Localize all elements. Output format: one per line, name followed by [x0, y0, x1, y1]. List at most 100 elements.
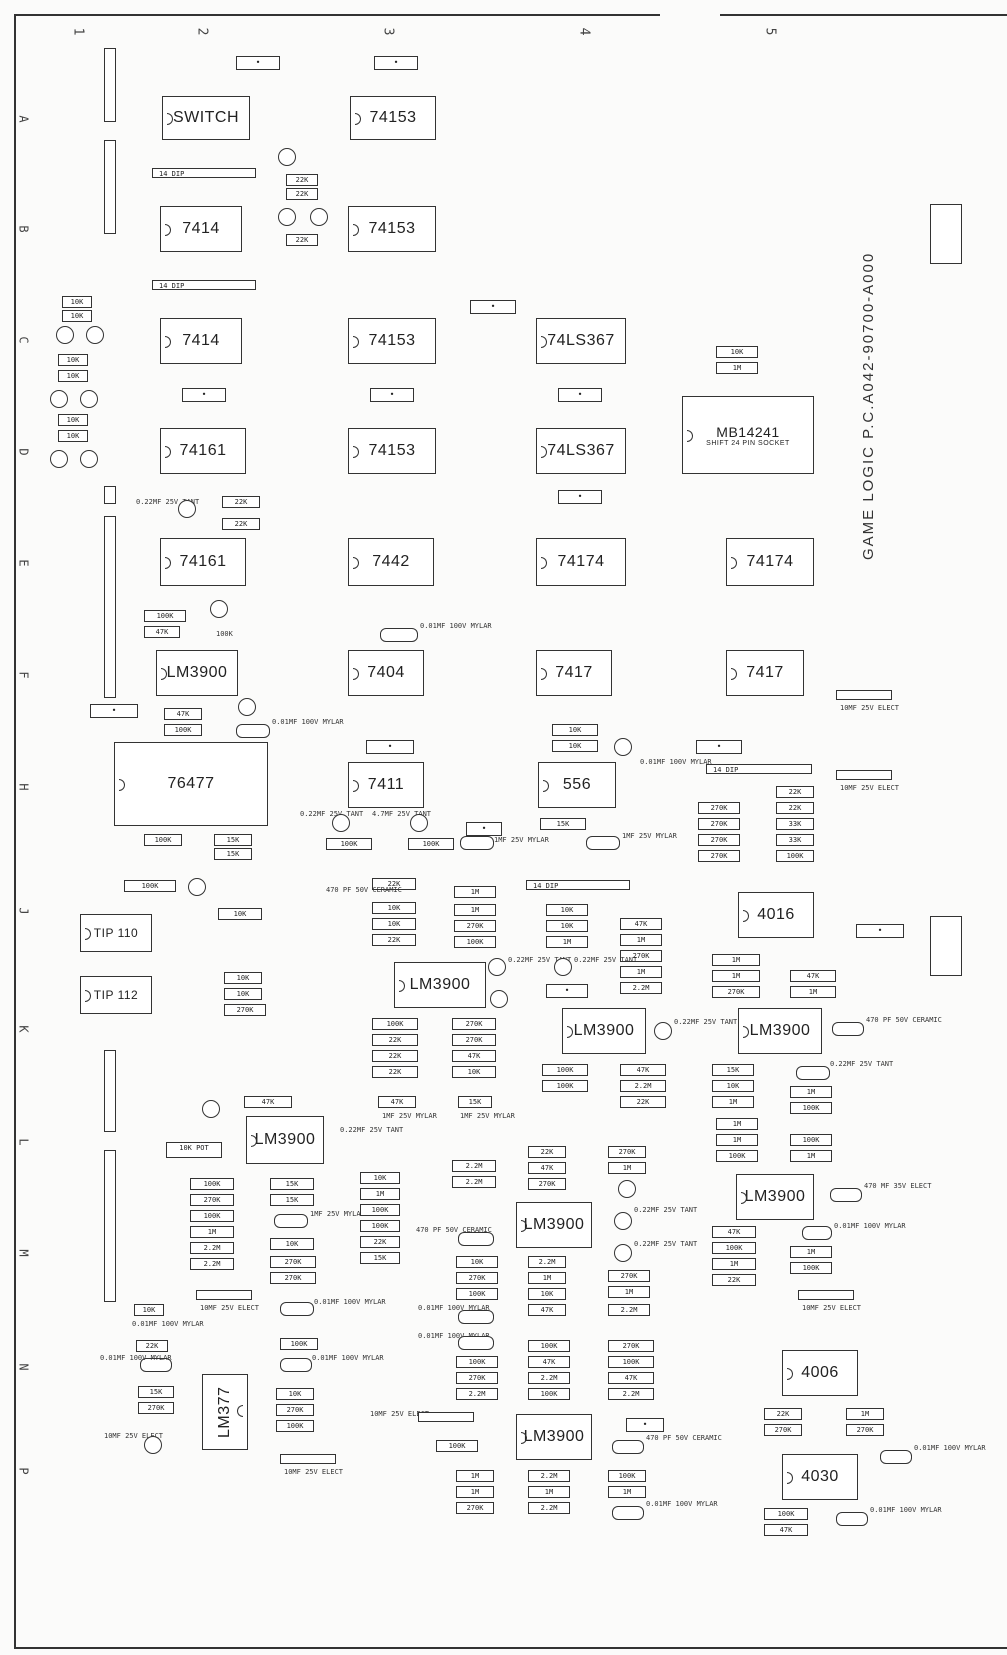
ic-d2: 74161	[160, 428, 246, 474]
res-m4b: 1M	[528, 1272, 566, 1284]
cap-p4-label: 470 PF 50V CERAMIC	[646, 1434, 722, 1442]
cap-m4b	[614, 1244, 632, 1262]
cap-m5c	[798, 1290, 854, 1300]
cap-n2b	[280, 1302, 314, 1316]
cap-p5a-label: 0.01MF 100V MYLAR	[914, 1444, 986, 1452]
cap-f5-label: 10MF 25V ELECT	[840, 704, 900, 712]
jumper-p4: •	[626, 1418, 664, 1432]
cap-p3-label: 10MF 25V ELECT	[370, 1410, 430, 1418]
res-m3d: 100K	[360, 1220, 400, 1232]
row-letter-a: A	[16, 115, 31, 123]
jumper-e4: •	[558, 490, 602, 504]
cap-p1-label: 10MF 25V ELECT	[104, 1432, 164, 1440]
row-letter-f: F	[16, 671, 31, 679]
column-number-5: 5	[762, 27, 778, 36]
cap-m2	[274, 1214, 308, 1228]
switch-block: SWITCH	[162, 96, 250, 140]
res-n1a: 10K	[134, 1304, 164, 1316]
sip-j4: 14 DIP	[526, 880, 630, 890]
res-p3a: 100K	[436, 1440, 478, 1452]
res-h5f: 22K	[776, 802, 814, 814]
res-j3h: 100K	[454, 936, 496, 948]
cap-p4	[612, 1440, 644, 1454]
res-p5f: 47K	[764, 1524, 808, 1536]
cap-p2	[280, 1454, 336, 1464]
ic-k3: LM3900	[394, 962, 486, 1008]
res-h5e: 22K	[776, 786, 814, 798]
row-letter-b: B	[16, 225, 31, 233]
sip-e1	[104, 516, 116, 698]
cap-h4-label: 0.01MF 100V MYLAR	[640, 758, 712, 766]
res-l3a: 47K	[378, 1096, 416, 1108]
ic-h3: 7411	[348, 762, 424, 808]
res-k4a: 100K	[542, 1064, 588, 1076]
cap-e2-label: 0.22MF 25V TANT	[136, 498, 200, 506]
res-l2a: 47K	[244, 1096, 292, 1108]
res-n3c: 2.2M	[456, 1388, 498, 1400]
res-b3b: 22K	[286, 188, 318, 200]
res-p3c: 1M	[456, 1486, 494, 1498]
res-k5d: 47K	[790, 970, 836, 982]
row-letter-j: J	[16, 907, 31, 915]
cap-f2	[236, 724, 270, 738]
res-d1b: 10K	[58, 430, 88, 442]
transistor-h4	[614, 738, 632, 756]
res-m3h: 270K	[456, 1272, 498, 1284]
cap-k4a	[554, 958, 572, 976]
res-j3f: 1M	[454, 904, 496, 916]
cap-n3a	[458, 1310, 494, 1324]
transistor-f2	[210, 600, 228, 618]
res-p2a: 10K	[276, 1388, 314, 1400]
res-n4f: 100K	[608, 1356, 654, 1368]
ic-l2: LM3900	[246, 1116, 324, 1164]
res-p3d: 270K	[456, 1502, 494, 1514]
cap-m5	[830, 1188, 862, 1202]
res-n4g: 47K	[608, 1372, 654, 1384]
jumper-f1: •	[90, 704, 138, 718]
sip-c2-top: 14 DIP	[152, 280, 256, 290]
cap-k5-label: 470 PF 50V CERAMIC	[866, 1016, 942, 1024]
cap-h5-label: 10MF 25V ELECT	[840, 784, 900, 792]
cap-n3-label: 0.01MF 100V MYLAR	[418, 1304, 490, 1312]
sip-a1	[104, 48, 116, 122]
transistor-d1b	[80, 390, 98, 408]
ic-b2: 7414	[160, 206, 242, 252]
ic-f2: LM3900	[156, 650, 238, 696]
cap-n2-label: 10MF 25V ELECT	[200, 1304, 260, 1312]
res-m4d: 47K	[528, 1304, 566, 1316]
res-n2a: 100K	[280, 1338, 318, 1350]
jumper-k4: •	[546, 984, 588, 998]
cap-n2c	[280, 1358, 312, 1372]
cap-k4a-label: 0.22MF 25V TANT	[574, 956, 638, 964]
cap-l2-label: 0.22MF 25V TANT	[340, 1126, 404, 1134]
res-n4a: 100K	[528, 1340, 570, 1352]
res-n4c: 2.2M	[528, 1372, 570, 1384]
res-m5b: 100K	[712, 1242, 756, 1254]
res-l4a: 22K	[528, 1146, 566, 1158]
res-h5h: 33K	[776, 834, 814, 846]
ic-d3: 74153	[348, 428, 436, 474]
res-p4a: 2.2M	[528, 1470, 570, 1482]
jumper-h3: •	[366, 740, 414, 754]
res-h5i: 100K	[776, 850, 814, 862]
cap-n1-label: 0.01MF 100V MYLAR	[132, 1320, 204, 1328]
res-b3c: 22K	[286, 234, 318, 246]
row-letter-l: L	[16, 1138, 31, 1146]
res-k5j: 100K	[790, 1102, 832, 1114]
cap-k4b-label: 0.22MF 25V TANT	[674, 1018, 738, 1026]
res-h2a: 100K	[144, 834, 182, 846]
cap-k5	[832, 1022, 864, 1036]
cap-h3c	[460, 836, 494, 850]
res-k5c: 270K	[712, 986, 760, 998]
res-h4c: 15K	[540, 818, 586, 830]
res-m2c: 100K	[190, 1210, 234, 1222]
res-k5g: 10K	[712, 1080, 754, 1092]
cap-h3b	[410, 814, 428, 832]
ic-p5: 4030	[782, 1454, 858, 1500]
cap-p5a	[880, 1450, 912, 1464]
res-n4e: 270K	[608, 1340, 654, 1352]
res-m2b: 270K	[190, 1194, 234, 1206]
cap-m5-label: 470 MF 35V ELECT	[864, 1182, 932, 1190]
ic-e2: 74161	[160, 538, 246, 586]
res-p3b: 1M	[456, 1470, 494, 1482]
